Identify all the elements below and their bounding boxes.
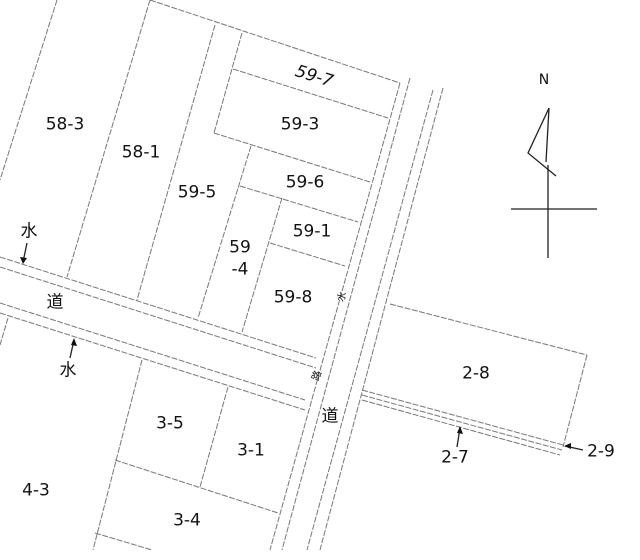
- parcel-label: 3-1: [237, 440, 265, 461]
- parcel-label: 59-3: [280, 114, 320, 135]
- parcel-label: 2-7: [441, 447, 469, 468]
- road-label: 道: [46, 292, 64, 313]
- parcel-label: 58-1: [121, 142, 161, 163]
- parcel-label: 59: [229, 237, 251, 258]
- waterway-label: 水: [20, 221, 38, 242]
- parcel-label: -4: [231, 259, 249, 280]
- parcel-label: 59-5: [177, 182, 217, 203]
- road-and-waterway-lines: [0, 77, 444, 551]
- north-arrow-icon: [511, 107, 597, 258]
- leader-arrows: [20, 242, 584, 451]
- parcel-label: 2-9: [587, 441, 615, 462]
- road-label: 道: [321, 406, 339, 427]
- parcel-boundaries: [0, 0, 588, 551]
- parcel-label: 3-4: [173, 510, 201, 531]
- parcel-label: 59-6: [285, 172, 325, 193]
- parcel-label: 59-8: [273, 287, 313, 308]
- parcel-label: 58-3: [45, 114, 85, 135]
- parcel-label: 59-1: [292, 221, 332, 242]
- parcel-label: 2-8: [462, 363, 490, 384]
- waterway-label: 水: [59, 360, 77, 381]
- compass-north-label: N: [538, 72, 550, 88]
- parcel-label: 3-5: [156, 413, 184, 434]
- parcel-label: 4-3: [22, 480, 50, 501]
